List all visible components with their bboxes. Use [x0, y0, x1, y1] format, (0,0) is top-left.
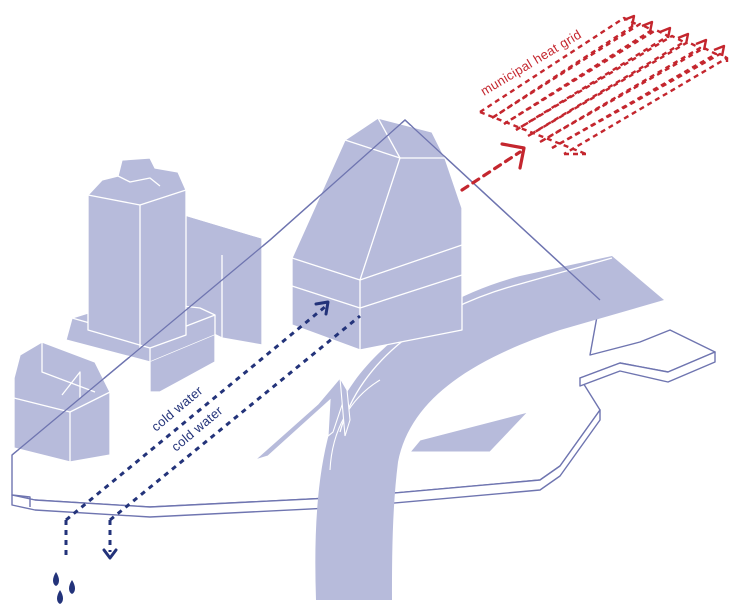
municipal-heat-grid [480, 16, 727, 154]
water-drop-icon [53, 572, 75, 604]
low-buildings [14, 342, 110, 462]
main-building [292, 118, 462, 350]
heat-export-arrow [462, 144, 524, 190]
heat-grid-label: municipal heat grid [478, 27, 584, 99]
